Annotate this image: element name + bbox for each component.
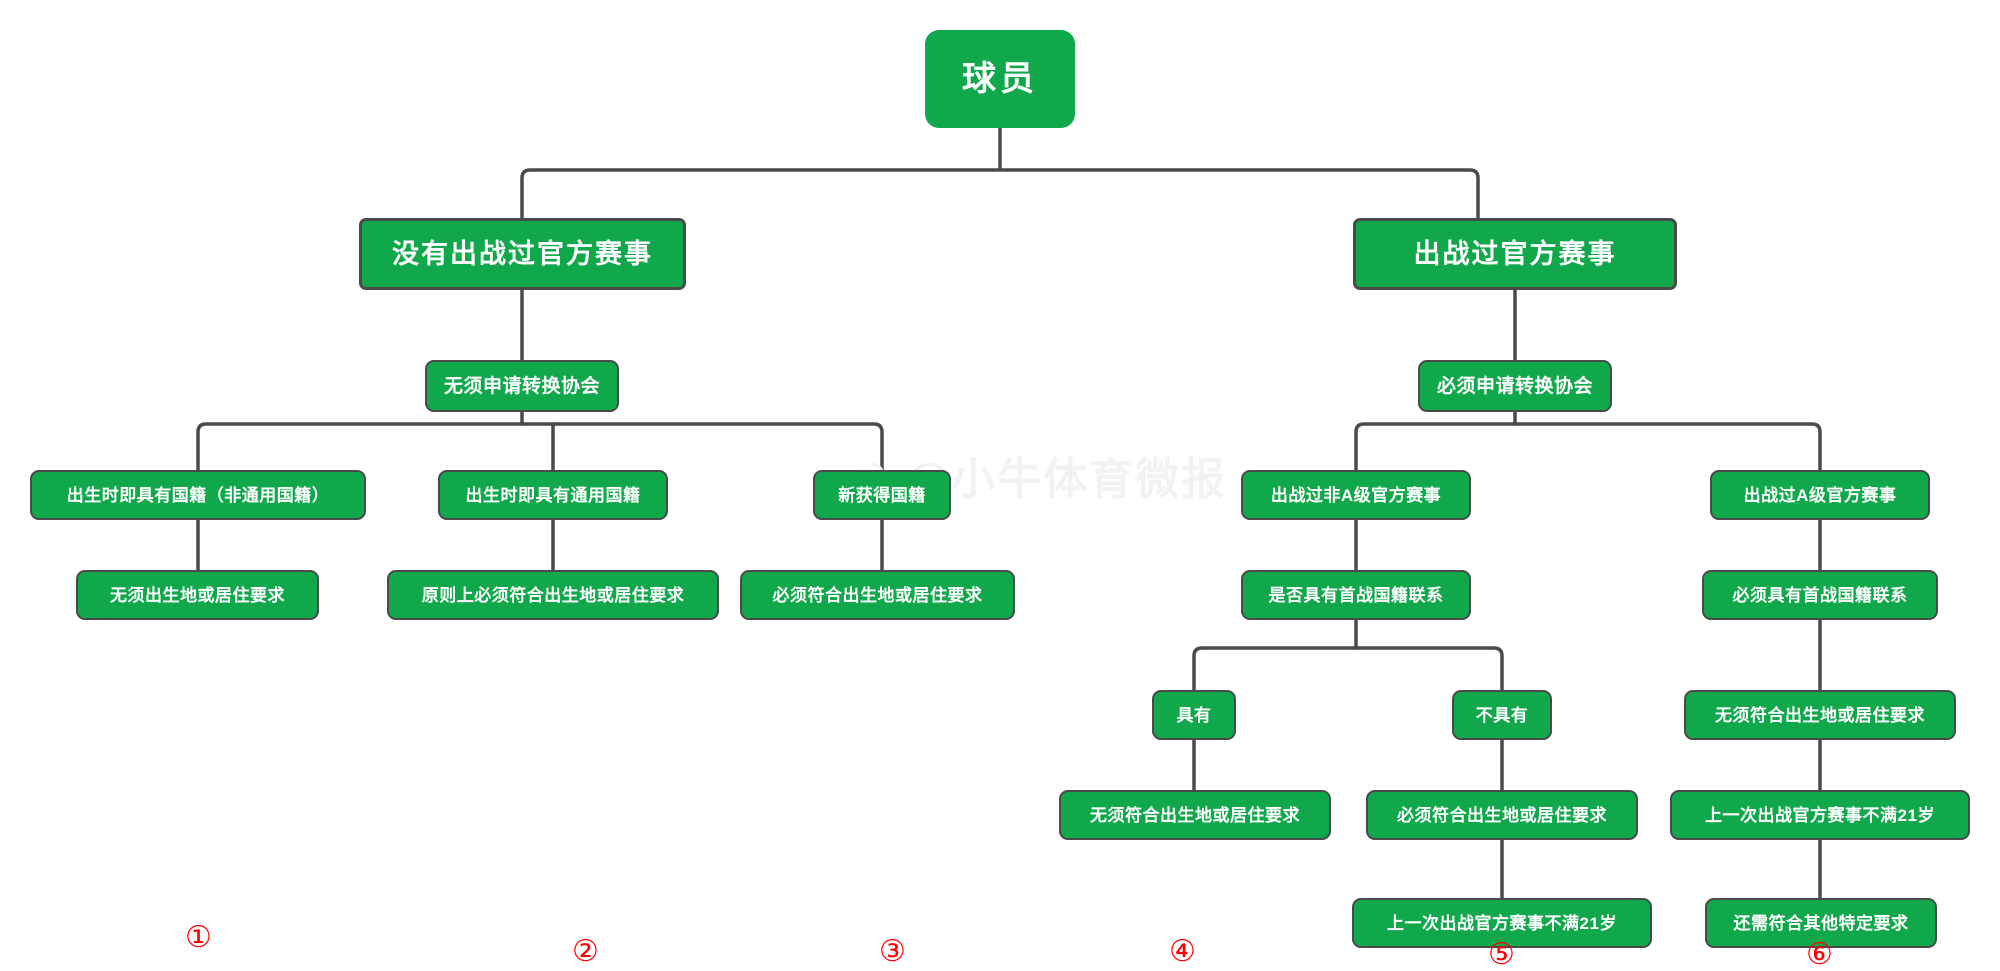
node-link-yes-no-requirement[interactable]: 无须符合出生地或居住要求 bbox=[1059, 790, 1331, 840]
node-label: 是否具有首战国籍联系 bbox=[1268, 585, 1444, 605]
node-label: 出战过官方赛事 bbox=[1413, 238, 1617, 269]
node-a-level-no-birthplace-requirement[interactable]: 无须符合出生地或居住要求 bbox=[1684, 690, 1956, 740]
node-label: 无须符合出生地或居住要求 bbox=[1090, 805, 1300, 825]
node-label: 上一次出战官方赛事不满21岁 bbox=[1387, 913, 1617, 933]
index-number-5: ⑤ bbox=[1488, 940, 1515, 970]
node-newly-acquired-nationality[interactable]: 新获得国籍 bbox=[813, 470, 951, 520]
node-label: 必须具有首战国籍联系 bbox=[1732, 585, 1908, 605]
node-label: 无须出生地或居住要求 bbox=[110, 585, 285, 605]
index-glyph: ① bbox=[185, 921, 212, 954]
index-number-2: ② bbox=[572, 937, 599, 967]
node-never-played-official[interactable]: 没有出战过官方赛事 bbox=[359, 218, 686, 290]
node-label: 原则上必须符合出生地或居住要求 bbox=[421, 585, 685, 605]
node-label: 不具有 bbox=[1475, 705, 1529, 725]
node-other-specific-requirements[interactable]: 还需符合其他特定要求 bbox=[1705, 898, 1937, 948]
index-number-6: ⑥ bbox=[1806, 940, 1833, 970]
node-label: 具有 bbox=[1176, 705, 1212, 725]
index-number-1: ① bbox=[185, 923, 212, 953]
index-glyph: ⑤ bbox=[1488, 938, 1515, 971]
node-label: 无须符合出生地或居住要求 bbox=[1715, 705, 1925, 725]
node-common-nationality-at-birth[interactable]: 出生时即具有通用国籍 bbox=[438, 470, 668, 520]
node-label: 无须申请转换协会 bbox=[443, 375, 600, 397]
node-label: 新获得国籍 bbox=[838, 485, 926, 505]
index-glyph: ③ bbox=[879, 935, 906, 968]
node-label: 出战过A级官方赛事 bbox=[1743, 485, 1897, 505]
index-glyph: ④ bbox=[1169, 935, 1196, 968]
index-glyph: ⑥ bbox=[1806, 938, 1833, 971]
node-link-no[interactable]: 不具有 bbox=[1452, 690, 1552, 740]
node-link-no-must-meet-requirement[interactable]: 必须符合出生地或居住要求 bbox=[1366, 790, 1638, 840]
node-in-principle-must-meet-birthplace-residency[interactable]: 原则上必须符合出生地或居住要求 bbox=[387, 570, 719, 620]
index-number-4: ④ bbox=[1169, 937, 1196, 967]
node-label: 必须申请转换协会 bbox=[1436, 375, 1593, 397]
node-played-a-level-official[interactable]: 出战过A级官方赛事 bbox=[1710, 470, 1930, 520]
node-no-birthplace-residency-requirement[interactable]: 无须出生地或居住要求 bbox=[76, 570, 319, 620]
node-a-level-under-21[interactable]: 上一次出战官方赛事不满21岁 bbox=[1670, 790, 1970, 840]
node-nationality-at-birth-non-common[interactable]: 出生时即具有国籍（非通用国籍） bbox=[30, 470, 366, 520]
node-label: 必须符合出生地或居住要求 bbox=[1397, 805, 1607, 825]
node-has-played-official[interactable]: 出战过官方赛事 bbox=[1353, 218, 1677, 290]
node-has-first-match-nationality-link-question[interactable]: 是否具有首战国籍联系 bbox=[1241, 570, 1471, 620]
node-played-non-a-level-official[interactable]: 出战过非A级官方赛事 bbox=[1241, 470, 1471, 520]
node-no-association-switch-needed[interactable]: 无须申请转换协会 bbox=[425, 360, 619, 412]
node-label: 没有出战过官方赛事 bbox=[392, 238, 653, 269]
node-label: 出战过非A级官方赛事 bbox=[1270, 485, 1442, 505]
node-label: 还需符合其他特定要求 bbox=[1733, 913, 1909, 933]
node-label: 球员 bbox=[962, 60, 1038, 98]
index-glyph: ② bbox=[572, 935, 599, 968]
node-label: 必须符合出生地或居住要求 bbox=[772, 585, 983, 605]
node-must-apply-association-switch[interactable]: 必须申请转换协会 bbox=[1418, 360, 1612, 412]
node-label: 出生时即具有通用国籍 bbox=[465, 485, 641, 505]
node-link-no-under-21[interactable]: 上一次出战官方赛事不满21岁 bbox=[1352, 898, 1652, 948]
node-must-have-first-match-nationality-link[interactable]: 必须具有首战国籍联系 bbox=[1702, 570, 1938, 620]
node-link-yes[interactable]: 具有 bbox=[1152, 690, 1236, 740]
node-root-player[interactable]: 球员 bbox=[925, 30, 1075, 128]
watermark-text: @小牛体育微报 bbox=[906, 455, 1228, 504]
node-label: 上一次出战官方赛事不满21岁 bbox=[1705, 805, 1935, 825]
index-number-3: ③ bbox=[879, 937, 906, 967]
node-must-meet-birthplace-residency-left[interactable]: 必须符合出生地或居住要求 bbox=[740, 570, 1015, 620]
node-label: 出生时即具有国籍（非通用国籍） bbox=[66, 485, 330, 505]
